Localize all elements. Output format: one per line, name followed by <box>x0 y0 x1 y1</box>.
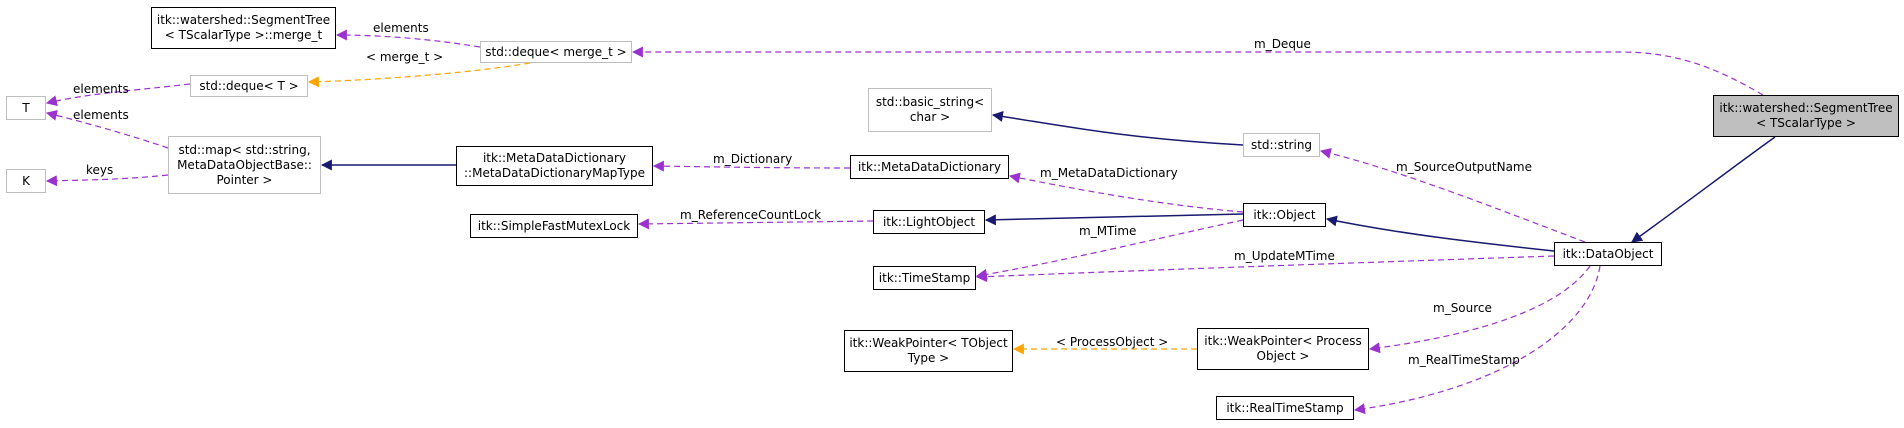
class-node-segtree-merge[interactable]: itk::watershed::SegmentTree< TScalarType… <box>151 7 336 49</box>
class-node-label-line: itk::MetaDataDictionary <box>482 151 627 165</box>
class-node-dataobject[interactable]: itk::DataObject <box>1554 242 1662 266</box>
class-node-label-line: std::string <box>1250 137 1313 152</box>
edge-usage-deque_merge-to-segtree_merge <box>335 29 481 48</box>
class-node-label-line: ::MetaDataDictionaryMapType <box>464 166 645 180</box>
edge-label: m_RealTimeStamp <box>1408 353 1520 367</box>
class-node-label-line: itk::LightObject <box>882 214 976 229</box>
class-node-label-line: Pointer > <box>216 172 273 187</box>
edge-label: < merge_t > <box>366 50 444 64</box>
class-node-label-line: itk::watershed::SegmentTree <box>156 13 331 27</box>
edge-label: < ProcessObject > <box>1056 335 1169 349</box>
class-node-string[interactable]: std::string <box>1243 133 1320 157</box>
class-node-t[interactable]: T <box>6 96 46 120</box>
edge-label: elements <box>73 108 129 122</box>
edge-inheritance-dataobject-to-object <box>1325 215 1555 252</box>
class-node-label-line: std::deque< T > <box>199 78 299 93</box>
class-node-label-line: char > <box>909 110 951 124</box>
edge-inheritance-segtree-to-dataobject <box>1631 136 1776 243</box>
edge-usage-segtree-to-deque_merge <box>631 46 1764 96</box>
class-node-object[interactable]: itk::Object <box>1243 203 1326 227</box>
class-node-label-line: Type > <box>907 351 950 365</box>
edge-label: elements <box>373 21 429 35</box>
edge-usage-deque_t-to-t <box>45 83 191 107</box>
class-node-basic-string[interactable]: std::basic_string<char > <box>868 88 992 132</box>
class-node-label-line: itk::DataObject <box>1562 246 1654 261</box>
edge-label: m_MTime <box>1079 224 1137 238</box>
class-node-label-line: < TScalarType > <box>1756 116 1856 130</box>
edge-usage-map-to-t <box>45 109 169 149</box>
class-node-mdd-map[interactable]: itk::MetaDataDictionary::MetaDataDiction… <box>456 146 653 186</box>
class-node-mutex[interactable]: itk::SimpleFastMutexLock <box>470 214 638 238</box>
edge-label: m_Deque <box>1254 37 1311 51</box>
edge-usage-dataobject-to-string <box>1319 147 1586 243</box>
edge-label: m_ReferenceCountLock <box>680 208 822 222</box>
edge-template-deque_merge-to-deque_t <box>307 62 531 88</box>
edge-usage-dataobject-to-timestamp <box>975 255 1555 283</box>
edge-usage-object-to-timestamp <box>975 219 1244 280</box>
class-node-deque-t[interactable]: std::deque< T > <box>190 75 308 97</box>
class-node-segtree[interactable]: itk::watershed::SegmentTree< TScalarType… <box>1713 95 1899 137</box>
edge-usage-mdd-to-mdd_map <box>652 160 851 172</box>
class-node-label-line: Object > <box>1256 349 1310 363</box>
class-node-label-line: itk::WeakPointer< TObject <box>849 336 1008 350</box>
edge-label: elements <box>73 82 129 96</box>
class-node-label-line: MetaDataObjectBase:: <box>177 157 312 172</box>
edge-label: m_SourceOutputName <box>1396 160 1532 174</box>
edge-usage-dataobject-to-weak_po <box>1368 265 1591 354</box>
class-node-map[interactable]: std::map< std::string,MetaDataObjectBase… <box>168 136 321 194</box>
class-node-mdd[interactable]: itk::MetaDataDictionary <box>850 155 1009 179</box>
class-node-label-line: itk::MetaDataDictionary <box>857 159 1002 174</box>
edge-label: m_Source <box>1433 301 1492 315</box>
class-node-label-line: itk::Object <box>1253 207 1316 222</box>
class-node-label-line: K <box>22 173 30 188</box>
edge-label: keys <box>86 163 114 177</box>
edge-label: m_Dictionary <box>713 152 793 166</box>
edge-label: m_MetaDataDictionary <box>1040 166 1178 180</box>
class-node-k[interactable]: K <box>6 169 46 193</box>
class-node-label-line: < TScalarType >::merge_t <box>164 28 323 42</box>
class-node-timestamp[interactable]: itk::TimeStamp <box>873 266 976 290</box>
class-node-label-line: itk::TimeStamp <box>878 270 971 285</box>
edge-inheritance-object-to-light <box>984 213 1244 226</box>
class-node-light[interactable]: itk::LightObject <box>873 210 985 234</box>
class-node-label-line: itk::watershed::SegmentTree <box>1719 101 1893 115</box>
class-node-label-line: itk::RealTimeStamp <box>1226 400 1344 415</box>
class-node-label-line: std::map< std::string, <box>178 142 311 157</box>
class-node-label-line: itk::SimpleFastMutexLock <box>477 218 631 233</box>
class-node-label-line: std::deque< merge_t > <box>485 44 627 59</box>
class-node-label-line: itk::WeakPointer< Process <box>1204 334 1362 348</box>
class-node-label-line: T <box>22 100 30 115</box>
class-node-deque-merge[interactable]: std::deque< merge_t > <box>480 41 632 63</box>
edge-inheritance-string-to-basic_string <box>991 111 1244 146</box>
class-node-label-line: std::basic_string< <box>875 95 985 109</box>
edge-usage-map-to-k <box>45 174 169 187</box>
edge-usage-object-to-mdd <box>1008 172 1244 213</box>
class-node-realtime[interactable]: itk::RealTimeStamp <box>1216 396 1354 420</box>
edge-usage-light-to-mutex <box>637 218 874 230</box>
edge-usage-dataobject-to-realtime <box>1353 265 1601 415</box>
edge-label: m_UpdateMTime <box>1234 249 1335 263</box>
